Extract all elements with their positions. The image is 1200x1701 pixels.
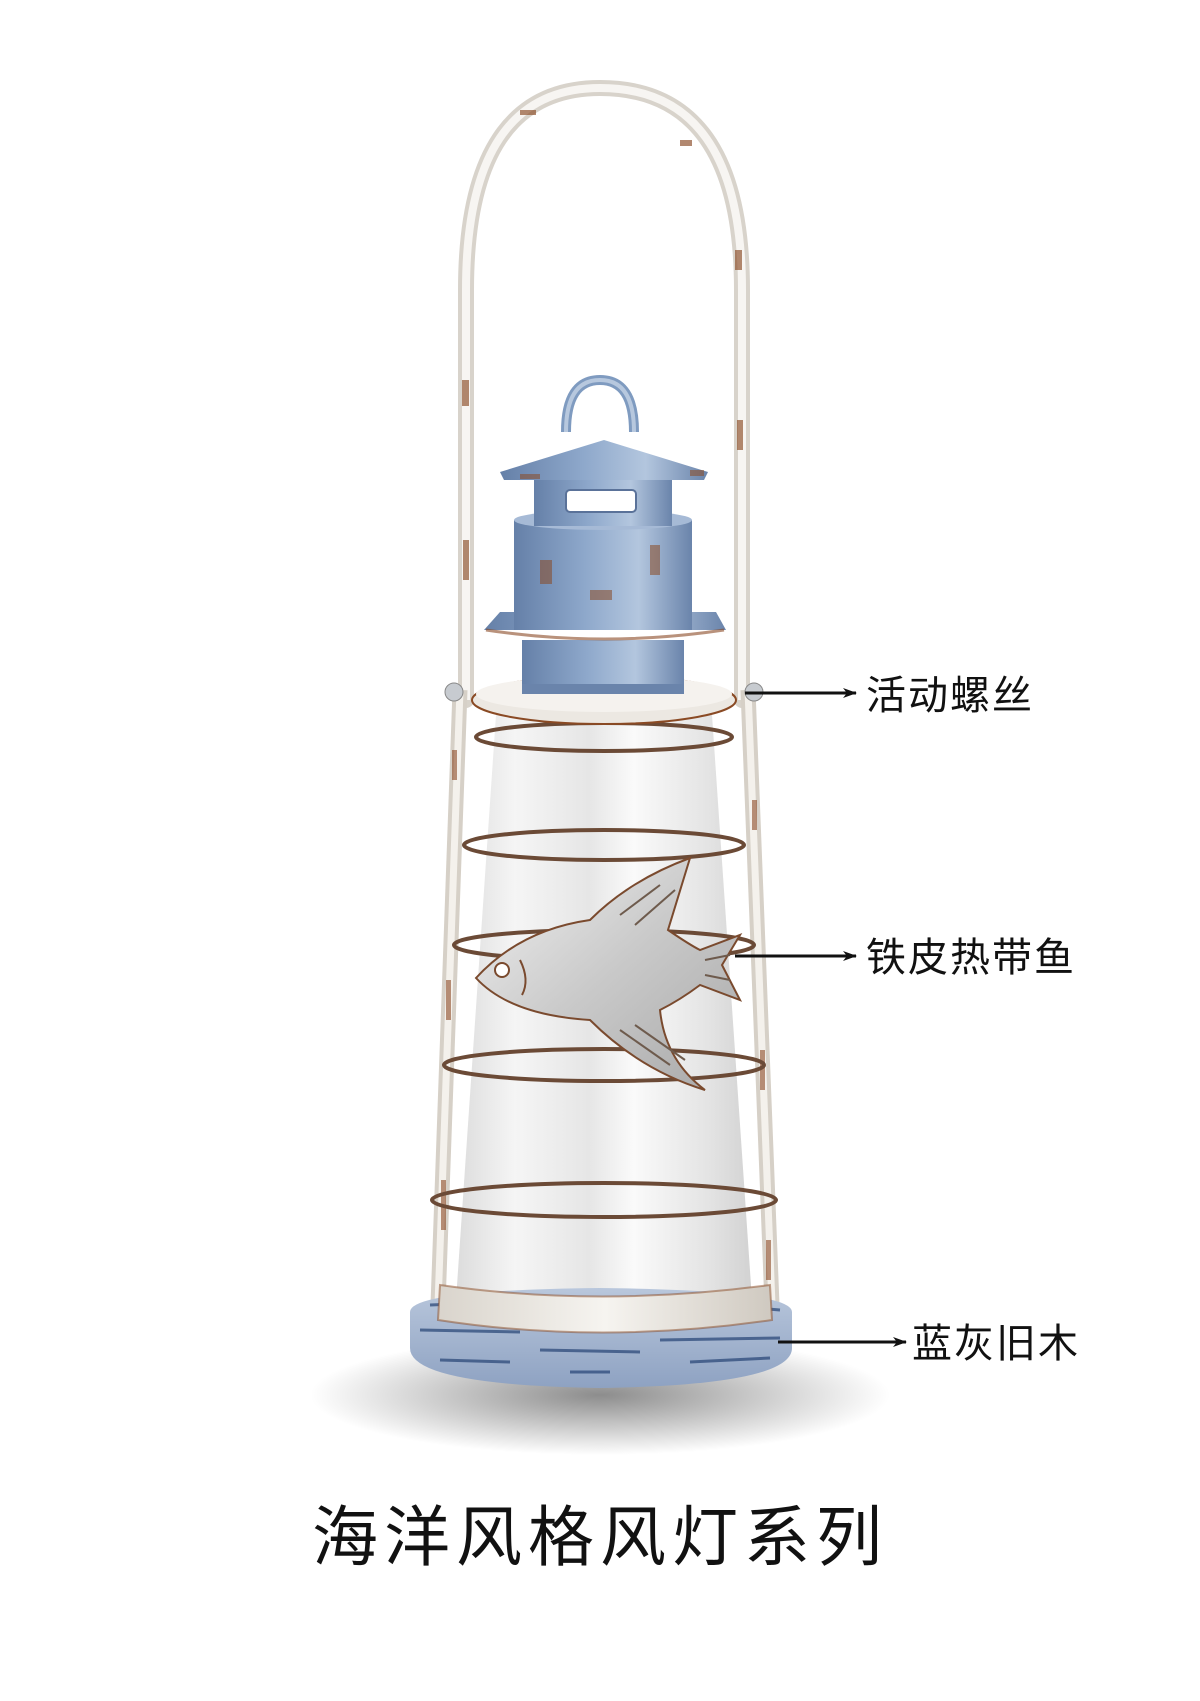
page-title: 海洋风格风灯系列 xyxy=(312,1499,888,1576)
lantern-cap xyxy=(484,374,726,694)
tin-fish xyxy=(474,856,743,1091)
label-wood-base: 蓝灰旧木 xyxy=(912,1321,1080,1367)
left-screw xyxy=(444,682,464,702)
label-collar-screw: 活动螺丝 xyxy=(866,673,1034,719)
handle-arch xyxy=(458,79,750,708)
label-tin-fish: 铁皮热带鱼 xyxy=(866,935,1076,981)
bottom-band xyxy=(436,1283,774,1334)
cage-rods xyxy=(430,689,780,1306)
